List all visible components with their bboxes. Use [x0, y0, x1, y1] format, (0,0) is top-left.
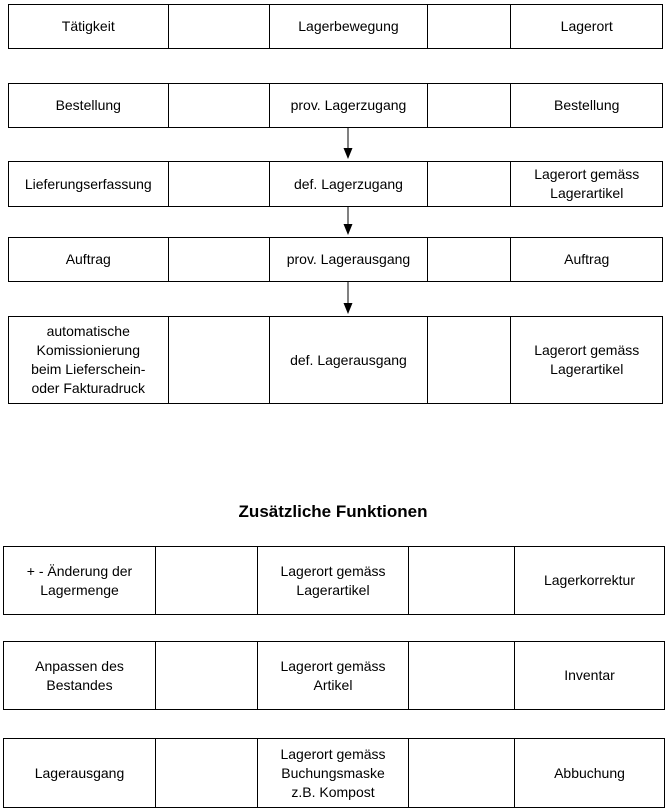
spacer-cell: [428, 317, 512, 403]
flow-row-komissionierung: automatische Komissionierung beim Liefer…: [8, 316, 663, 404]
arrow-down-icon: [343, 282, 353, 314]
flow-row-header: Tätigkeit Lagerbewegung Lagerort: [8, 4, 663, 49]
spacer-cell: [428, 5, 512, 48]
spacer-cell: [428, 162, 512, 206]
spacer-cell: [156, 642, 258, 709]
location-cell: Lagerort: [560, 18, 613, 34]
location-cell: Bestellung: [554, 97, 620, 113]
section-title: Zusätzliche Funktionen: [238, 502, 428, 521]
activity-cell: automatische Komissionierung beim Liefer…: [9, 317, 169, 403]
location-cell: Auftrag: [564, 251, 610, 267]
spacer-cell: [169, 84, 271, 127]
function-cell: Inventar: [564, 667, 615, 683]
activity-cell: Bestellung: [9, 84, 169, 127]
location-cell: Lagerort gemäss Artikel: [258, 642, 409, 709]
extra-row-lagerkorrektur: + - Änderung der Lagermenge Lagerort gem…: [3, 546, 665, 615]
flow-row-auftrag: Auftrag prov. Lagerausgang Auftrag: [8, 237, 663, 282]
flow-row-bestellung: Bestellung prov. Lagerzugang Bestellung: [8, 83, 663, 128]
movement-cell: prov. Lagerausgang: [270, 238, 428, 281]
function-cell: Abbuchung: [554, 764, 625, 781]
location-cell: Lagerort gemäss Lagerartikel: [534, 342, 640, 377]
activity-cell: Tätigkeit: [9, 5, 169, 48]
description-cell: Anpassen des Bestandes: [4, 642, 156, 709]
movement-cell: Lagerbewegung: [270, 5, 428, 48]
spacer-cell: [169, 162, 271, 206]
spacer-cell: [156, 547, 258, 614]
activity-cell: Auftrag: [9, 238, 169, 281]
movement-cell: def. Lagerausgang: [270, 317, 428, 403]
spacer-cell: [428, 84, 512, 127]
spacer-cell: [169, 5, 271, 48]
arrow-down-icon: [343, 128, 353, 159]
spacer-cell: [156, 739, 258, 807]
spacer-cell: [428, 238, 512, 281]
arrow-down-icon: [343, 207, 353, 235]
spacer-cell: [409, 547, 515, 614]
flow-row-lieferung: Lieferungserfassung def. Lagerzugang Lag…: [8, 161, 663, 207]
location-cell: Lagerort gemäss Lagerartikel: [534, 166, 640, 201]
location-cell: Lagerort gemäss Lagerartikel: [258, 547, 409, 614]
movement-cell: def. Lagerzugang: [270, 162, 428, 206]
movement-cell: prov. Lagerzugang: [270, 84, 428, 127]
extra-row-inventar: Anpassen des Bestandes Lagerort gemäss A…: [3, 641, 665, 710]
extra-row-abbuchung: Lagerausgang Lagerort gemäss Buchungsmas…: [3, 738, 665, 808]
activity-cell: Lieferungserfassung: [9, 162, 169, 206]
spacer-cell: [409, 642, 515, 709]
spacer-cell: [169, 317, 271, 403]
location-cell: Lagerort gemäss Buchungsmaske z.B. Kompo…: [258, 739, 409, 807]
spacer-cell: [169, 238, 271, 281]
description-cell: + - Änderung der Lagermenge: [4, 547, 156, 614]
spacer-cell: [409, 739, 515, 807]
function-cell: Lagerkorrektur: [543, 572, 636, 588]
description-cell: Lagerausgang: [4, 739, 156, 807]
